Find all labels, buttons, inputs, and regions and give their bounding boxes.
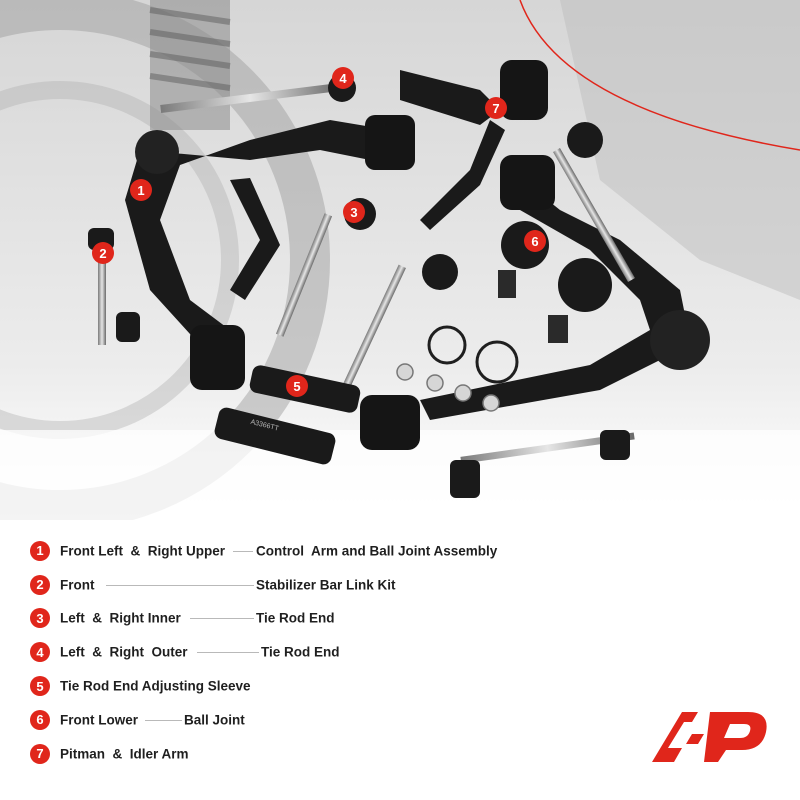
leader-line [106, 584, 254, 586]
legend-item-4: 4 Left & Right Outer Tie Rod End [30, 635, 590, 669]
badge-6: 6 [524, 230, 546, 252]
legend-label-right: Tie Rod End [261, 644, 340, 660]
legend-label-left: Front Lower [60, 712, 138, 728]
badge-2: 2 [92, 242, 114, 264]
legend-label-left: Pitman & Idler Arm [60, 746, 189, 762]
badge-3: 3 [343, 201, 365, 223]
legend-label-left: Front Left & Right Upper [60, 543, 225, 559]
legend-number: 6 [30, 709, 50, 730]
legend-label-right: Tie Rod End [256, 610, 335, 626]
legend-item-7: 7 Pitman & Idler Arm [30, 737, 590, 771]
legend-item-3: 3 Left & Right Inner Tie Rod End [30, 602, 590, 636]
parts-legend: 1 Front Left & Right Upper Control Arm a… [30, 534, 590, 771]
legend-label-right: Control Arm and Ball Joint Assembly [256, 543, 498, 559]
svg-text:1: 1 [137, 183, 144, 198]
badge-5: 5 [286, 375, 308, 397]
legend-label-left: Left & Right Inner [60, 610, 181, 626]
leader-line [233, 550, 253, 552]
badge-7: 7 [485, 97, 507, 119]
badge-4: 4 [332, 67, 354, 89]
logo-mark [652, 712, 767, 762]
legend-item-6: 6 Front Lower Ball Joint [30, 703, 590, 737]
legend-label-left: Front [60, 577, 95, 593]
leader-line [145, 719, 182, 721]
svg-text:7: 7 [492, 101, 499, 116]
legend-number: 5 [30, 676, 50, 697]
svg-text:5: 5 [293, 379, 300, 394]
legend-number: 7 [30, 743, 50, 764]
badge-1: 1 [130, 179, 152, 201]
svg-text:3: 3 [350, 205, 357, 220]
legend-label-left: Tie Rod End Adjusting Sleeve [60, 678, 251, 694]
leader-line [190, 618, 254, 620]
legend-number: 4 [30, 642, 50, 663]
leader-line [197, 652, 259, 654]
legend-number: 1 [30, 540, 50, 561]
legend-item-2: 2 Front Stabilizer Bar Link Kit [30, 568, 590, 602]
product-photo-svg: A3366TT 1 2 3 4 5 6 [0, 0, 800, 520]
legend-label-left: Left & Right Outer [60, 644, 188, 660]
legend-number: 3 [30, 608, 50, 629]
legend-item-5: 5 Tie Rod End Adjusting Sleeve [30, 669, 590, 703]
legend-label-right: Stabilizer Bar Link Kit [256, 577, 396, 593]
svg-text:2: 2 [99, 246, 106, 261]
svg-text:6: 6 [531, 234, 538, 249]
a-premium-logo-icon [648, 706, 773, 771]
svg-text:4: 4 [339, 71, 347, 86]
legend-label-right: Ball Joint [184, 712, 245, 728]
legend-number: 2 [30, 574, 50, 595]
legend-item-1: 1 Front Left & Right Upper Control Arm a… [30, 534, 590, 568]
product-photo: A3366TT 1 2 3 4 5 6 [0, 0, 800, 520]
